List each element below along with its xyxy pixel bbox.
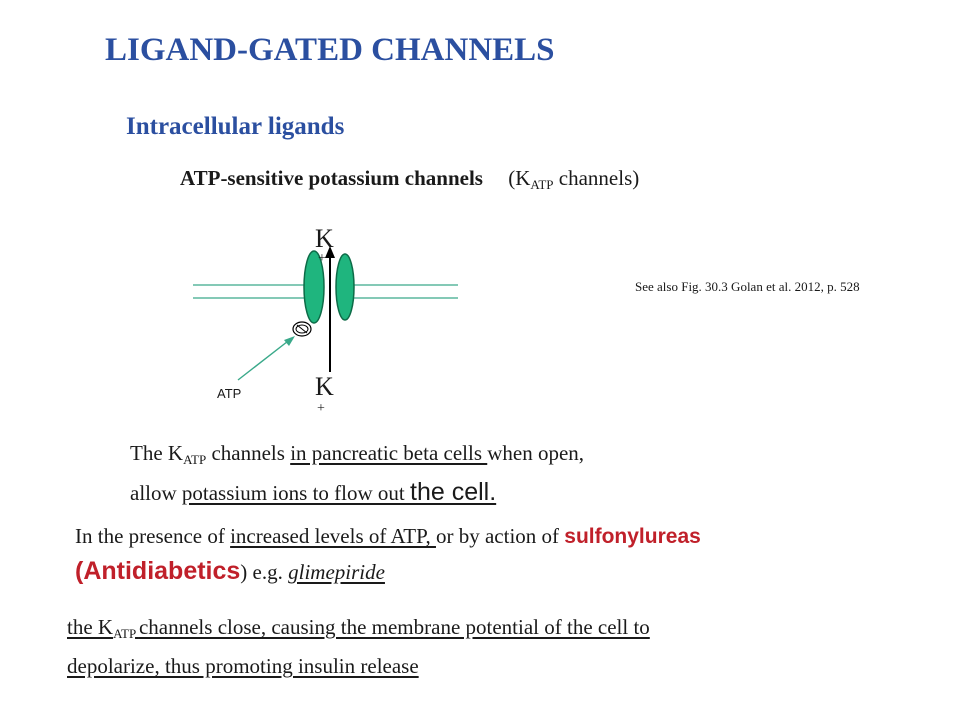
p2-text: In the presence of (75, 524, 231, 548)
potassium-flux-arrow (325, 246, 335, 372)
ion-top-label: K (315, 224, 334, 253)
katp-heading-sub: ATP (530, 177, 554, 192)
katp-heading: ATP-sensitive potassium channels (KATP c… (180, 166, 639, 193)
paragraph2-line1: In the presence of increased levels of A… (75, 519, 701, 554)
p1-text: when open, (487, 441, 585, 465)
p1-underlined: in pancreatic beta cells (290, 441, 488, 465)
p1-text: The K (130, 441, 184, 465)
p1-underlined: potassium ions to flow out (181, 481, 410, 505)
antidiabetics-term: (Antidiabetics (75, 557, 241, 585)
cell-membrane (193, 284, 458, 299)
p2-text: ) e.g. (240, 560, 289, 584)
p2-text: or by action of (435, 524, 565, 548)
paragraph-channel-close: the KATP channels close, causing the mem… (67, 611, 650, 682)
katp-heading-paren-close: channels) (553, 166, 640, 190)
katp-heading-paren-open: (K (508, 166, 531, 190)
p1-text: allow (130, 481, 182, 505)
ion-bottom-label: K (315, 372, 334, 401)
p3-text: the K (67, 615, 114, 639)
atp-arrow (237, 336, 295, 381)
slide-subtitle: Intracellular ligands (126, 113, 345, 140)
channel-subunit-left (303, 250, 325, 324)
paragraph1-line2: allow potassium ions to flow out the cel… (130, 476, 584, 510)
paragraph1-line1: The KATP channels in pancreatic beta cel… (130, 437, 584, 476)
p3-sub: ATP (113, 626, 139, 641)
paragraph-atp-sulfonylureas: In the presence of increased levels of A… (75, 519, 701, 589)
paragraph2-line2: (Antidiabetics) e.g. glimepiride (75, 554, 701, 589)
p2-underlined: increased levels of ATP, (230, 524, 436, 548)
drug-example: glimepiride (288, 560, 385, 584)
katp-heading-bold: ATP-sensitive potassium channels (180, 166, 483, 190)
atp-label: ATP (217, 386, 241, 401)
paragraph3-line1: the KATP channels close, causing the mem… (67, 611, 650, 650)
channel-subunit-right (335, 253, 355, 321)
sulfonylureas-term: sulfonylureas (564, 525, 701, 548)
ion-bottom-charge: + (317, 401, 325, 416)
p1-text: channels (206, 441, 291, 465)
atp-binding-site-icon (292, 321, 312, 337)
p1-sub: ATP (183, 452, 207, 467)
paragraph-open-channels: The KATP channels in pancreatic beta cel… (130, 437, 584, 510)
p1-emphasis: the cell. (410, 478, 497, 506)
slide-title: LIGAND-GATED CHANNELS (105, 32, 555, 68)
p3-text: channels close, causing the membrane pot… (138, 615, 650, 639)
ion-top-charge: + (318, 251, 326, 266)
paragraph3-line2: depolarize, thus promoting insulin relea… (67, 654, 419, 678)
reference-note: See also Fig. 30.3 Golan et al. 2012, p.… (635, 279, 860, 294)
